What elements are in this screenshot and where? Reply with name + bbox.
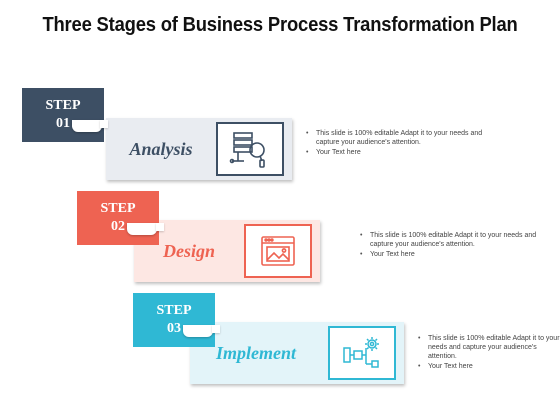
note-text: This slide is 100% editable Adapt it to … bbox=[360, 231, 550, 249]
step-label: STEP bbox=[45, 98, 81, 113]
note-text: Your Text here bbox=[418, 362, 560, 371]
step-number: 01 bbox=[56, 116, 70, 131]
note-text: This slide is 100% editable Adapt it to … bbox=[418, 334, 560, 361]
step-label: STEP bbox=[156, 303, 192, 318]
connector-tab bbox=[127, 223, 157, 235]
note-text: This slide is 100% editable Adapt it to … bbox=[306, 129, 496, 147]
icon-frame bbox=[328, 326, 396, 380]
note-text: Your Text here bbox=[306, 148, 496, 157]
note-text: Your Text here bbox=[360, 250, 550, 259]
step-number: 02 bbox=[111, 219, 125, 234]
stage-card: Implement bbox=[190, 322, 404, 384]
stage-name: Implement bbox=[216, 342, 296, 363]
server-search-icon bbox=[229, 132, 265, 168]
step-label: STEP bbox=[100, 201, 136, 216]
step-number: 03 bbox=[167, 321, 181, 336]
icon-frame bbox=[244, 224, 312, 278]
slide-title: Three Stages of Business Process Transfo… bbox=[42, 14, 518, 36]
connector-tab-small bbox=[100, 120, 108, 128]
flowchart-gear-icon bbox=[343, 337, 379, 368]
stage-notes: This slide is 100% editable Adapt it to … bbox=[306, 129, 496, 158]
connector-tab bbox=[72, 120, 102, 132]
connector-tab bbox=[183, 325, 213, 337]
step-tag: STEP 02 bbox=[77, 191, 159, 245]
stage-notes: This slide is 100% editable Adapt it to … bbox=[418, 334, 560, 372]
stage-notes: This slide is 100% editable Adapt it to … bbox=[360, 231, 550, 260]
icon-frame bbox=[216, 122, 284, 176]
connector-tab-small bbox=[156, 223, 164, 231]
step-tag: STEP 03 bbox=[133, 293, 215, 347]
browser-image-icon bbox=[261, 236, 295, 266]
step-tag: STEP 01 bbox=[22, 88, 104, 142]
stage-card: Analysis bbox=[106, 118, 292, 180]
stage-card: Design bbox=[134, 220, 320, 282]
stage-name: Analysis bbox=[129, 138, 193, 159]
connector-tab-small bbox=[212, 325, 220, 333]
stage-name: Design bbox=[162, 240, 215, 261]
